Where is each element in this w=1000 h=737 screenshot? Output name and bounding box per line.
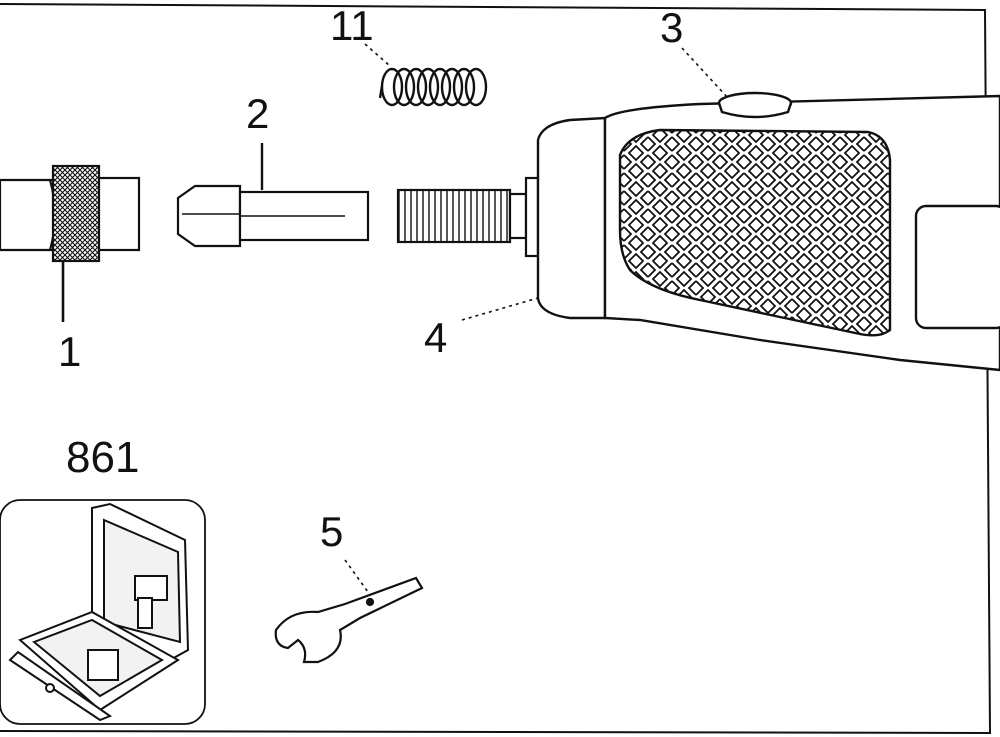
leader-lines — [344, 43, 729, 593]
spindle-part — [396, 176, 540, 258]
collet-part — [176, 143, 370, 248]
rotary-tool-body — [536, 91, 1000, 372]
label-case-model: 861 — [66, 433, 139, 482]
label-spindle: 4 — [424, 314, 447, 361]
wrench-part — [274, 576, 424, 664]
label-collet-nut: 1 — [58, 328, 81, 375]
label-spindle-lock: 3 — [660, 4, 683, 51]
spring-part — [378, 67, 488, 107]
frame — [0, 3, 992, 735]
label-spring: 11 — [330, 2, 374, 49]
collet-nut-part — [0, 164, 141, 322]
label-wrench: 5 — [320, 508, 343, 555]
carry-case — [0, 499, 206, 725]
label-collet: 2 — [246, 90, 269, 137]
